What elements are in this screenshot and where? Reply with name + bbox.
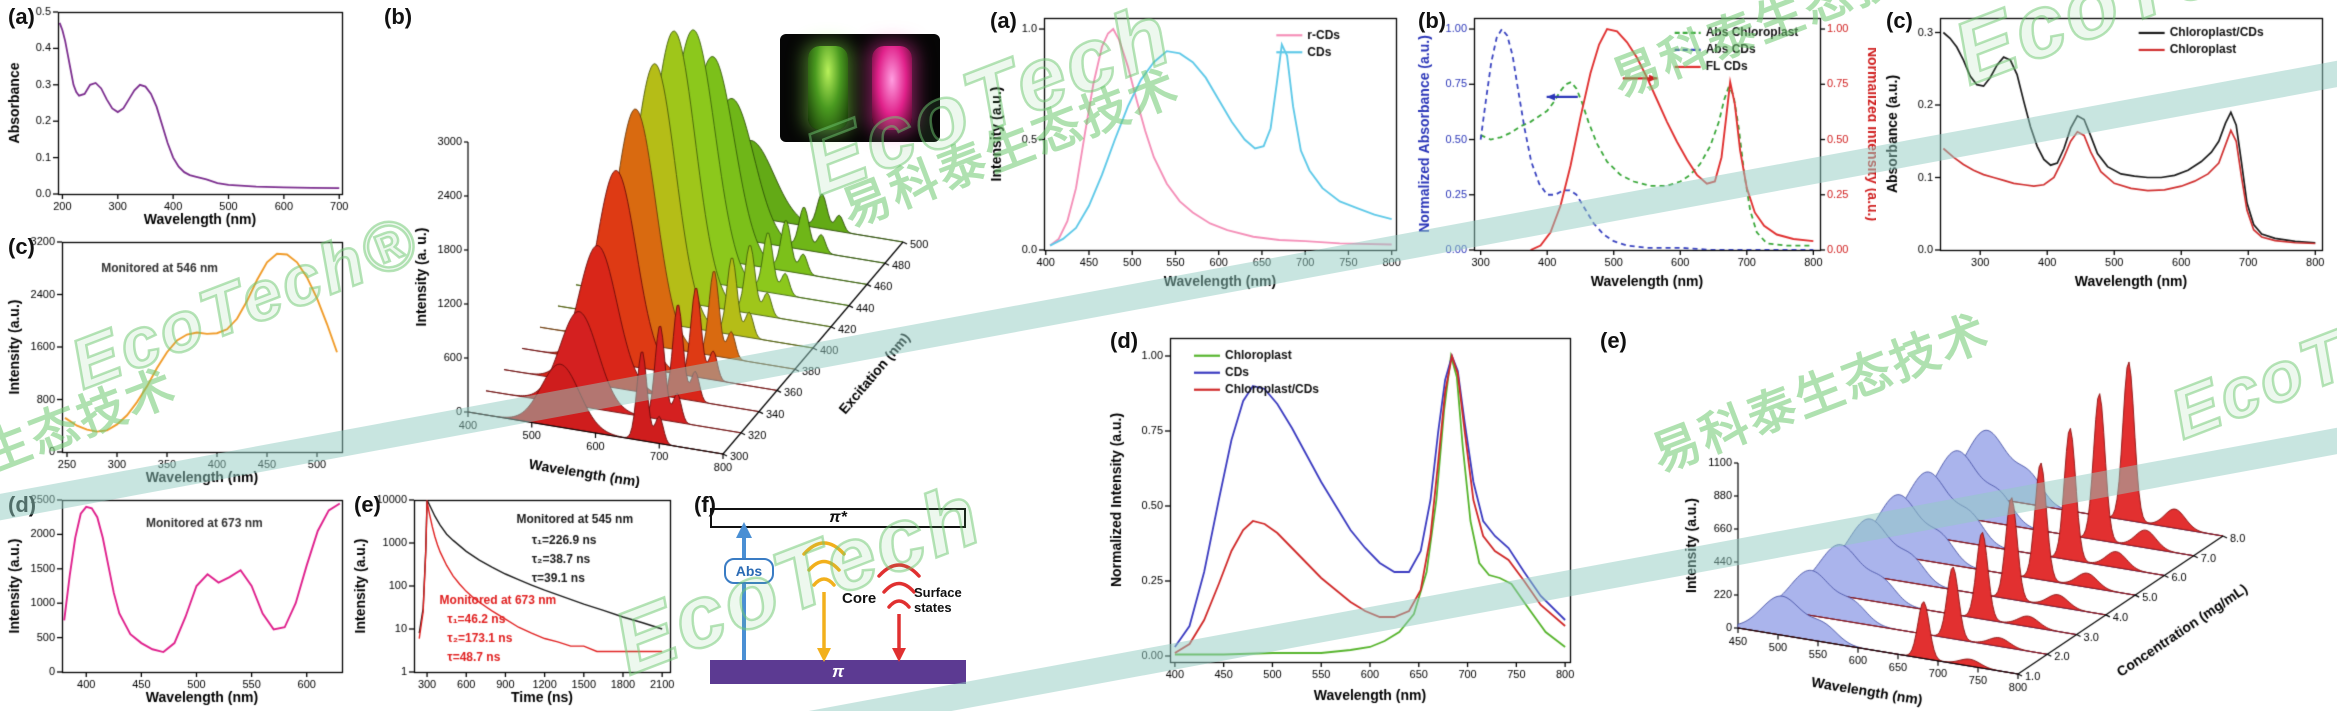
- vial-pink-fluorescence: [872, 46, 912, 130]
- panel-label-a: (a): [990, 8, 1017, 33]
- panel-3d-emission-map: (b): [356, 4, 968, 488]
- rcds-cds-emission-chart: [988, 8, 1408, 292]
- panel-label-e: (e): [1600, 328, 1627, 353]
- panel-uv-vis-absorption: (a): [6, 4, 352, 230]
- vial-green-fluorescence: [808, 46, 848, 130]
- normalized-emission-chart: [1108, 328, 1582, 706]
- surface-states-label: Surface states: [914, 585, 962, 615]
- panel-normalized-emission: (d): [1108, 328, 1582, 706]
- panel-abs-fl-overlap: (b): [1416, 8, 1876, 292]
- panel-label-c: (c): [1886, 8, 1913, 33]
- absorbance-fluorescence-overlap-chart: [1416, 8, 1876, 292]
- panel-label-b: (b): [1418, 8, 1447, 33]
- abs-label: Abs: [724, 558, 774, 584]
- core-emission-arrowhead-icon: [817, 648, 831, 662]
- concentration-waterfall-chart: [1598, 328, 2334, 708]
- panel-label-e: (e): [354, 492, 381, 517]
- core-label: Core: [842, 590, 877, 607]
- uv-vis-absorption-chart: [6, 4, 352, 230]
- panel-lifetime-decay: (e): [352, 492, 682, 708]
- panel-label-c: (c): [8, 234, 35, 259]
- core-emission-waves-icon: [802, 541, 846, 587]
- panel-label-d: (d): [8, 492, 37, 517]
- panel-label-b: (b): [384, 4, 413, 29]
- panel-chloroplast-absorbance: (c): [1884, 8, 2334, 292]
- panel-label-f: (f): [694, 492, 716, 517]
- surface-emission-arrowhead-icon: [892, 648, 906, 662]
- panel-energy-diagram: (f) π* π Abs Core Surface states: [692, 492, 978, 708]
- surface-emission-waves-icon: [877, 563, 921, 609]
- panel-concentration-waterfall: (e): [1598, 328, 2334, 708]
- panel-excitation-673: (d): [6, 492, 352, 708]
- chloroplast-absorbance-chart: [1884, 8, 2334, 292]
- panel-label-a: (a): [8, 4, 35, 29]
- photo-inset-vials: [780, 34, 940, 142]
- energy-level-diagram: π* π Abs Core Surface states: [692, 492, 978, 708]
- panel-rcds-cds-emission: (a): [988, 8, 1408, 292]
- excitation-546-chart: [6, 234, 352, 488]
- excitation-673-chart: [6, 492, 352, 708]
- panel-excitation-546: (c): [6, 234, 352, 488]
- fluorescence-decay-chart: [352, 492, 682, 708]
- panel-label-d: (d): [1110, 328, 1139, 353]
- absorption-arrowhead-icon: [736, 522, 752, 538]
